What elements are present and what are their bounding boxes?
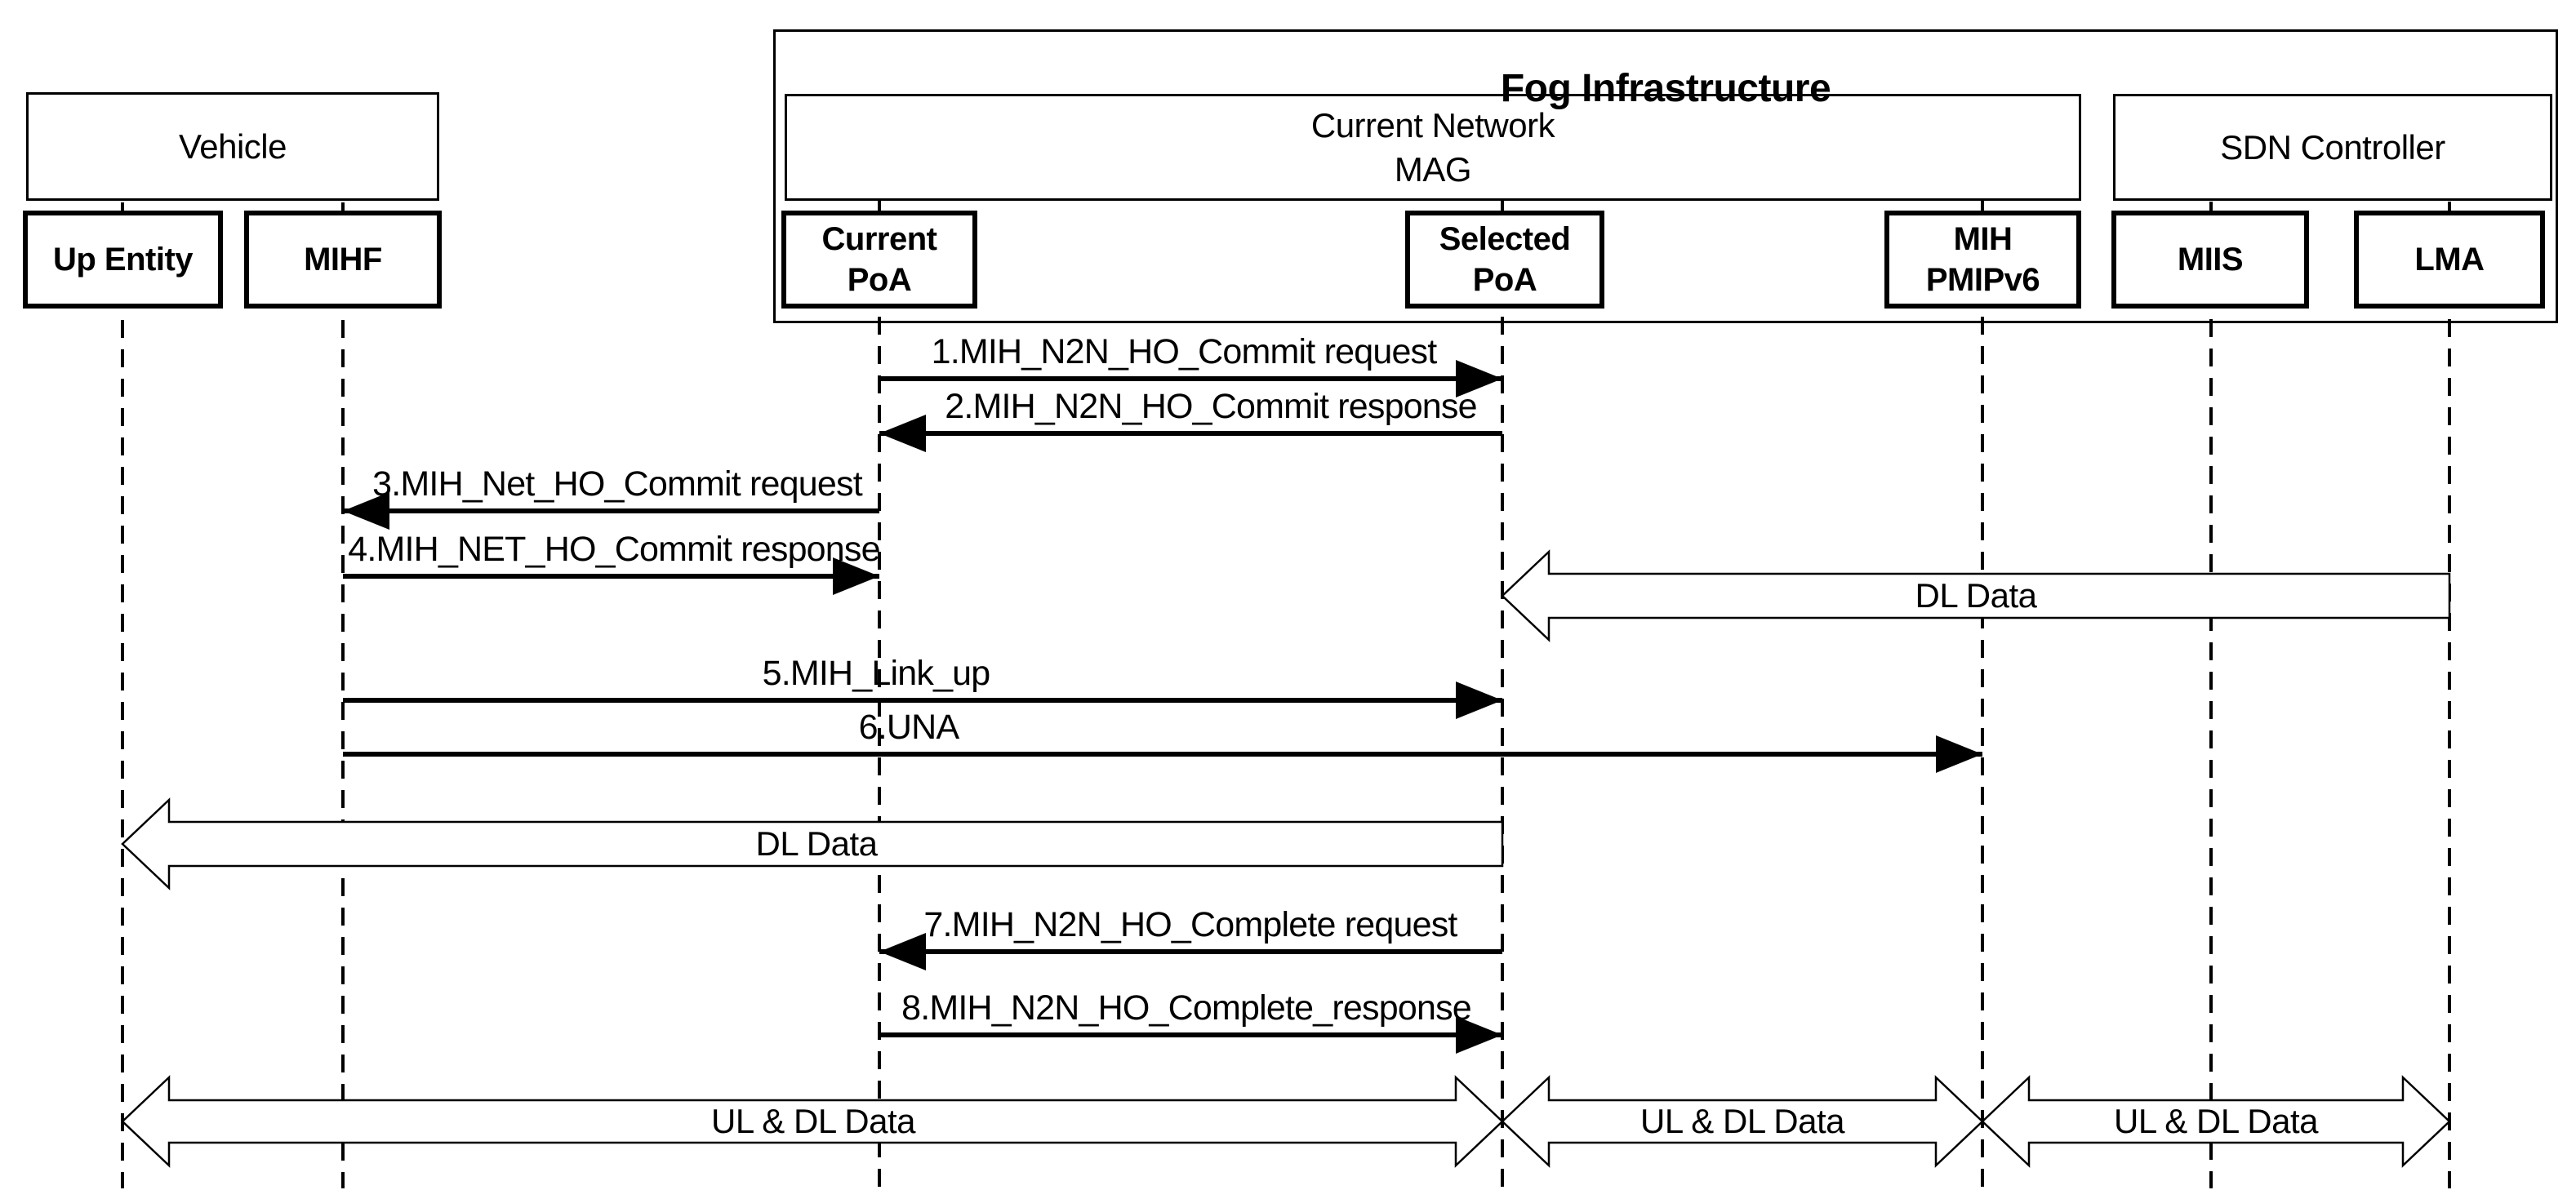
entity-mih-pmipv6: MIH PMIPv6 [1884,211,2081,309]
message-3-label: 3.MIH_Net_HO_Commit request [372,464,863,504]
dl-data-label-left: DL Data [755,824,878,863]
entity-up-entity-label: Up Entity [52,242,194,278]
message-7-label: 7.MIH_N2N_HO_Complete request [923,905,1457,944]
data-flow-arrows [121,549,2451,1168]
message-6-arrowhead [1936,735,1982,773]
message-8-arrowhead [1456,1016,1502,1054]
entity-lma-label: LMA [2414,242,2485,278]
ul-dl-data-label-1: UL & DL Data [711,1102,916,1140]
sdn-controller-label: SDN Controller [2220,127,2445,167]
entity-miis-label: MIIS [2177,242,2244,278]
entity-mih-pmipv6-label-line2: PMIPv6 [1925,262,2040,298]
message-5-label: 5.MIH_Link_up [762,654,991,693]
message-6-label: 6.UNA [858,708,959,747]
entity-selected-poa-label-line1: Selected [1439,221,1571,257]
vehicle-label: Vehicle [179,127,287,166]
message-1-arrowhead [1456,360,1502,397]
current-network-box: Current Network MAG [785,94,2081,201]
entity-current-poa: Current PoA [781,211,977,309]
ul-dl-data-label-3: UL & DL Data [2114,1102,2319,1140]
message-8-label: 8.MIH_N2N_HO_Complete_response [901,988,1472,1028]
entity-up-entity: Up Entity [23,211,223,309]
ul-dl-data-label-2: UL & DL Data [1640,1102,1845,1140]
message-3-arrowhead [343,492,389,530]
dl-data-arrow-selected-poa-to-up-entity [121,797,1504,890]
lifelines [121,199,2451,1188]
dl-data-label-right: DL Data [1915,576,2037,615]
message-arrows [343,360,1982,1054]
entity-selected-poa: Selected PoA [1405,211,1604,309]
message-2-label: 2.MIH_N2N_HO_Commit response [945,387,1477,426]
entity-current-poa-label-line1: Current [821,221,937,257]
fog-infrastructure-box: Fog Infrastructure [773,29,2558,323]
entity-selected-poa-label-line2: PoA [1472,262,1537,298]
entity-current-poa-label-line2: PoA [847,262,912,298]
entity-mih-pmipv6-label-line1: MIH [1953,221,2013,257]
current-network-label-line2: MAG [1394,149,1472,189]
entity-mihf: MIHF [244,211,442,309]
message-2-arrowhead [879,415,926,452]
current-network-label-line1: Current Network [1310,105,1555,144]
ul-dl-data-arrow-mih-pmipv6-lma [1981,1075,2451,1168]
entity-miis: MIIS [2111,211,2309,309]
entity-lma: LMA [2354,211,2545,309]
vehicle-box: Vehicle [26,92,439,201]
fog-infrastructure-title: Fog Infrastructure [1500,67,1831,110]
message-4-arrowhead [833,557,879,595]
message-1-label: 1.MIH_N2N_HO_Commit request [931,332,1438,371]
message-7-arrowhead [879,933,926,970]
message-5-arrowhead [1456,682,1502,719]
dl-data-arrow-lma-to-selected-poa [1501,549,2451,642]
sdn-controller-box: SDN Controller [2113,94,2552,201]
message-4-label: 4.MIH_NET_HO_Commit response [348,530,880,569]
entity-mihf-label: MIHF [304,242,382,278]
